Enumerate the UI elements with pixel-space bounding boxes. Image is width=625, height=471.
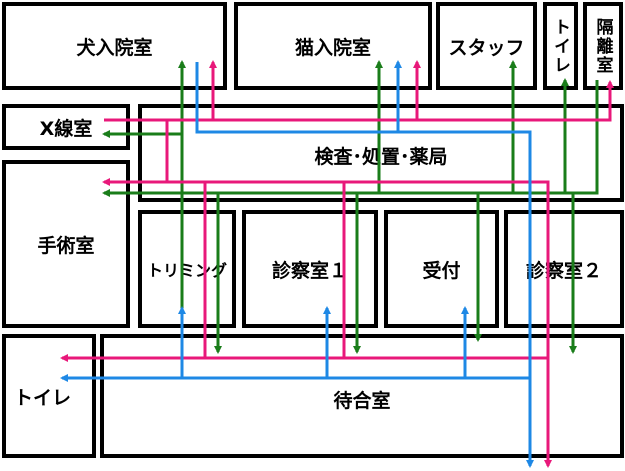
- room-xray-label: X線室: [39, 117, 93, 140]
- room-dog-ward: 犬入院室: [2, 2, 227, 90]
- room-exam1: 診察室１: [242, 210, 378, 328]
- room-staff-toilet: トイレ: [543, 2, 578, 90]
- room-surgery-label: 手術室: [37, 234, 95, 257]
- room-staff-toilet-label: トイレ: [550, 17, 570, 75]
- room-lab-label: 検査･処置･薬局: [314, 146, 448, 168]
- room-waiting-label: 待合室: [333, 390, 391, 412]
- room-xray: X線室: [2, 104, 130, 150]
- room-reception: 受付: [384, 210, 499, 328]
- room-staff: スタッフ: [436, 2, 537, 90]
- room-staff-label: スタッフ: [448, 36, 525, 59]
- room-cat-ward-label: 猫入院室: [294, 36, 371, 59]
- room-isolation: 隔離室: [583, 2, 623, 90]
- room-trimming-label: トリミング: [146, 261, 227, 280]
- room-lab: 検査･処置･薬局: [138, 104, 624, 202]
- room-public-toilet-label: トイレ: [14, 386, 72, 409]
- room-public-toilet: トイレ: [2, 334, 96, 458]
- room-trimming: トリミング: [138, 210, 236, 328]
- room-surgery: 手術室: [2, 160, 130, 328]
- room-isolation-label: 隔離室: [592, 17, 613, 75]
- room-dog-ward-label: 犬入院室: [76, 36, 153, 59]
- room-reception-label: 受付: [422, 259, 461, 282]
- room-waiting: 待合室: [100, 334, 624, 458]
- room-cat-ward: 猫入院室: [234, 2, 432, 90]
- room-exam1-label: 診察室１: [271, 259, 348, 282]
- room-exam2: 診察室２: [504, 210, 624, 328]
- room-exam2-label: 診察室２: [525, 259, 602, 282]
